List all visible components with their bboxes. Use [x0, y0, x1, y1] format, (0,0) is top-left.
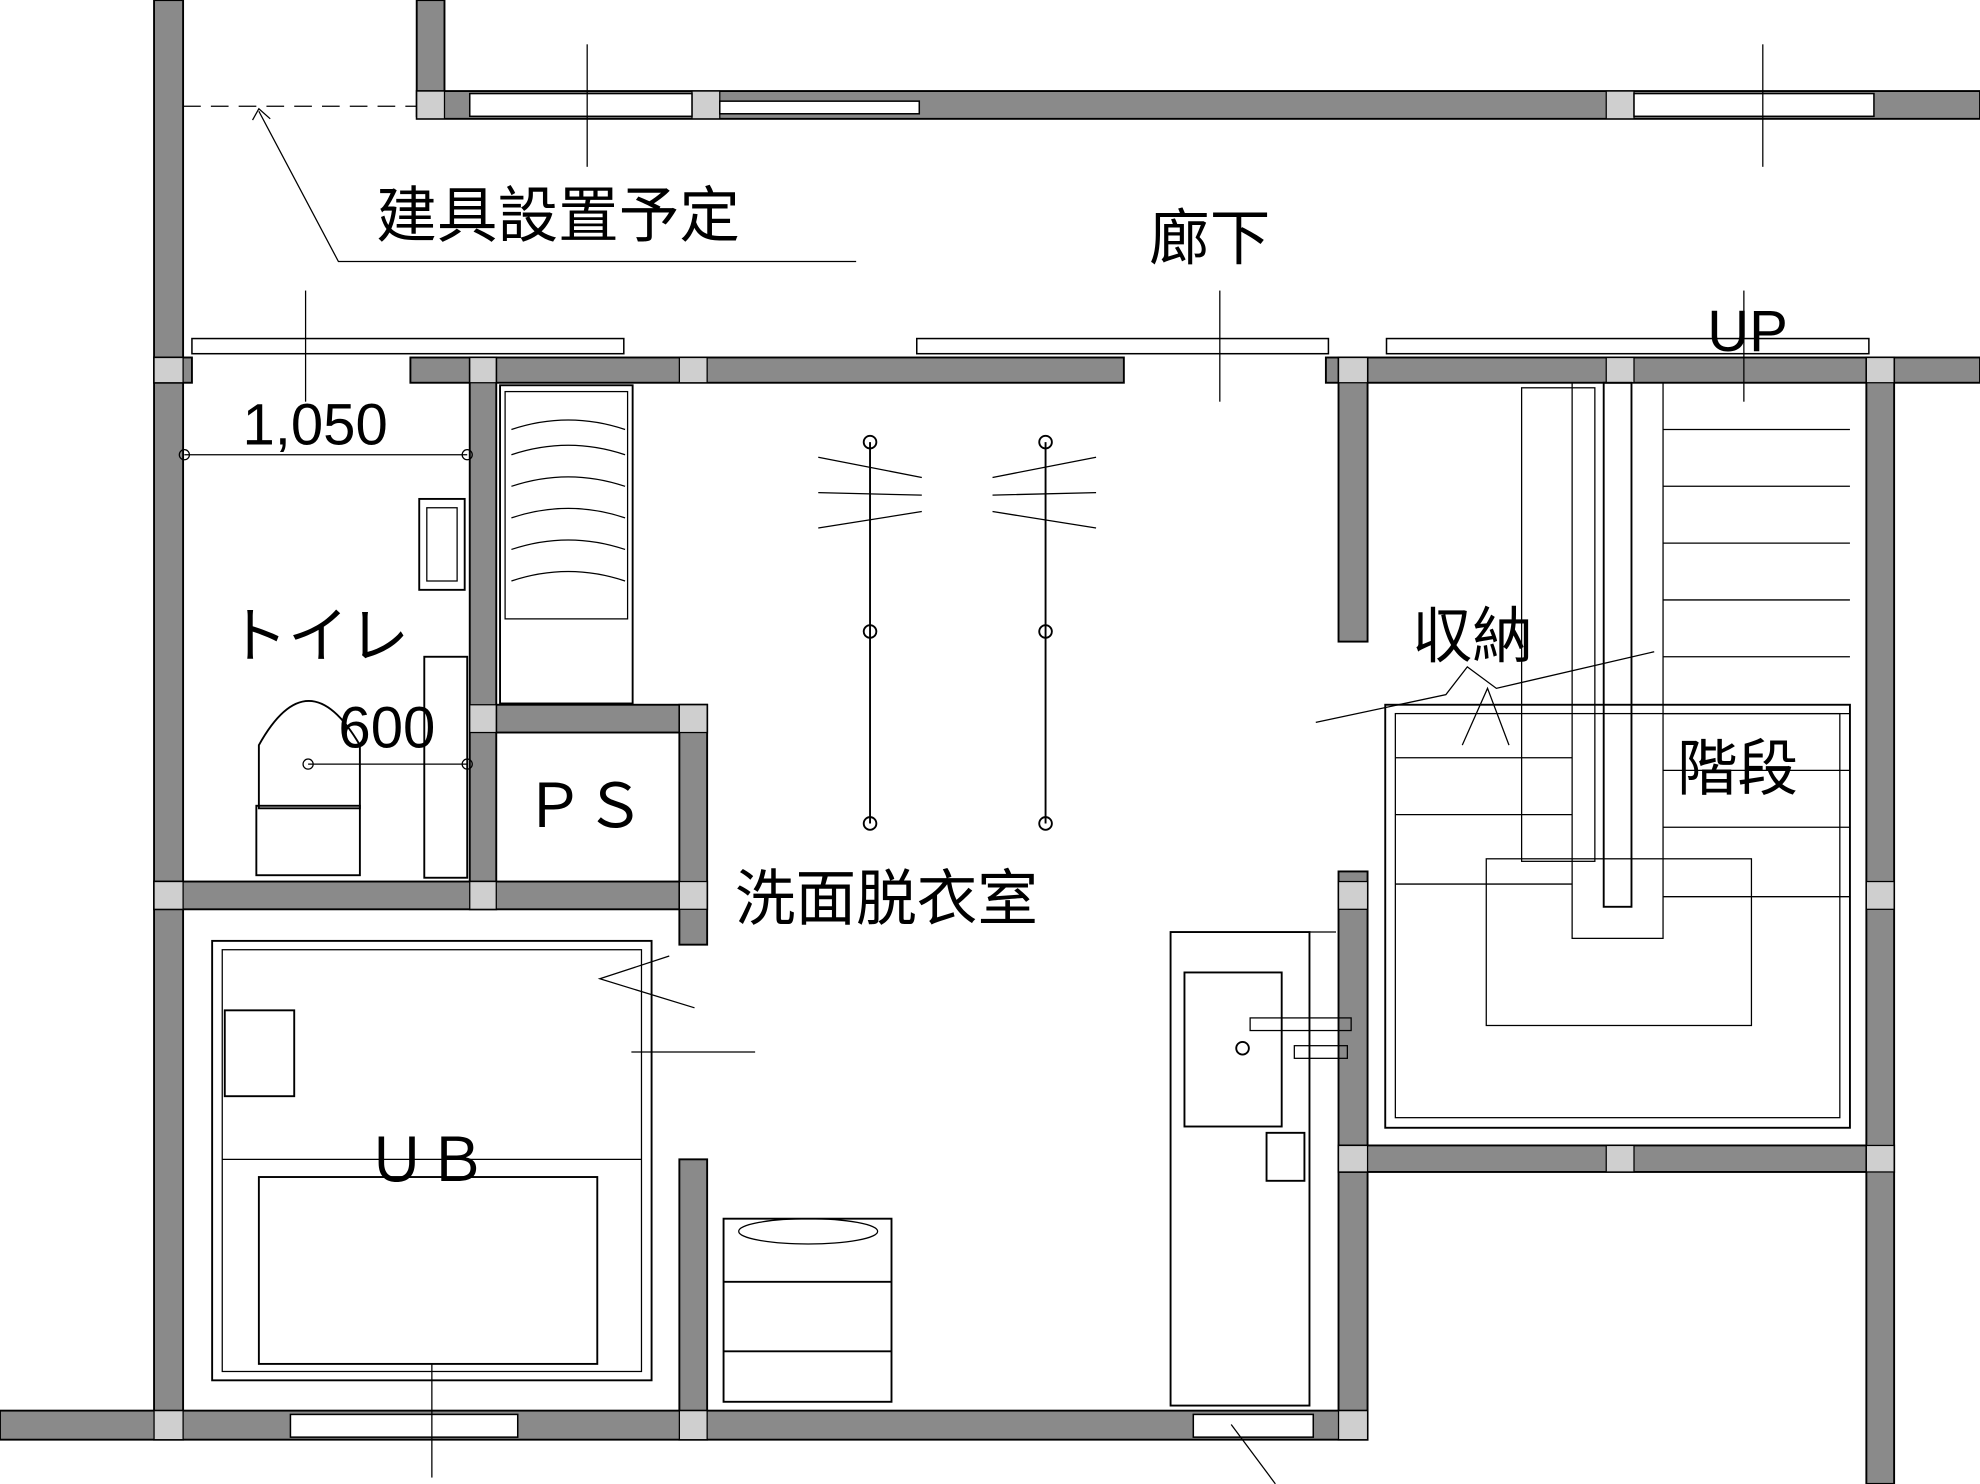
room-label-corridor: 廊下	[1149, 204, 1270, 274]
stairs-up-label: UP	[1707, 299, 1788, 364]
fitting-annotation: 建具設置予定	[376, 181, 740, 251]
room-label-storage: 収納	[1412, 602, 1533, 672]
toilet-fixtures	[255, 497, 469, 879]
clothes-hangers	[818, 434, 1097, 831]
vanity-sink	[1169, 931, 1352, 1407]
room-label-pipe-space: ＰＳ	[524, 772, 645, 842]
room-label-unit-bath: ＵＢ	[366, 1126, 487, 1196]
dimension-toilet-offset: 600	[338, 696, 435, 761]
dimension-lines	[178, 44, 1764, 1478]
room-label-stairs: 階段	[1677, 734, 1798, 804]
annotation-leader	[183, 105, 857, 263]
room-label-toilet: トイレ	[227, 602, 409, 672]
room-label-washroom: 洗面脱衣室	[735, 864, 1038, 934]
wall-posts	[153, 90, 1895, 1441]
shoe-cabinet	[499, 384, 634, 705]
windows	[191, 92, 1875, 1438]
dimension-toilet-width: 1,050	[242, 393, 387, 458]
washing-machine	[722, 1217, 893, 1403]
door-swing	[1230, 1424, 1276, 1484]
unit-bath	[211, 939, 695, 1382]
stairs	[1315, 381, 1851, 1129]
